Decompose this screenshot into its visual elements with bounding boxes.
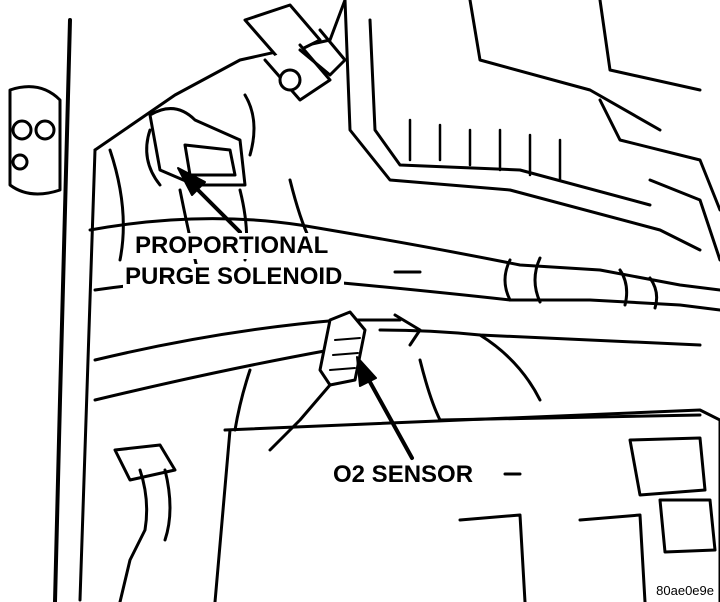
figure-code: 80ae0e9e [654, 583, 716, 598]
bracket-hole-3 [11, 153, 29, 171]
lower-box [223, 408, 720, 602]
top-connector [243, 3, 322, 62]
bracket-hole-2 [34, 119, 56, 141]
bracket-hole-1 [11, 119, 33, 141]
fender-bracket [8, 85, 62, 196]
lower-connector [113, 443, 177, 482]
arrow-solenoid-line [188, 180, 242, 234]
air-box [343, 0, 702, 252]
exhaust-pipe [378, 328, 702, 347]
fender-edge [53, 18, 72, 602]
label-o2-sensor: O2 SENSOR [331, 461, 476, 488]
label-purge-solenoid: PURGE SOLENOID [123, 263, 345, 290]
arrow-solenoid-head [177, 167, 206, 196]
arrow-o2-head [356, 356, 377, 387]
hose-clamp [503, 256, 542, 304]
hose-lower [93, 318, 402, 362]
label-proportional: PROPORTIONAL [133, 232, 331, 259]
inner-panel [93, 0, 347, 152]
hose-upper [88, 217, 720, 292]
arrow-o2-line [363, 371, 414, 460]
o2-sensor-body [318, 310, 367, 387]
